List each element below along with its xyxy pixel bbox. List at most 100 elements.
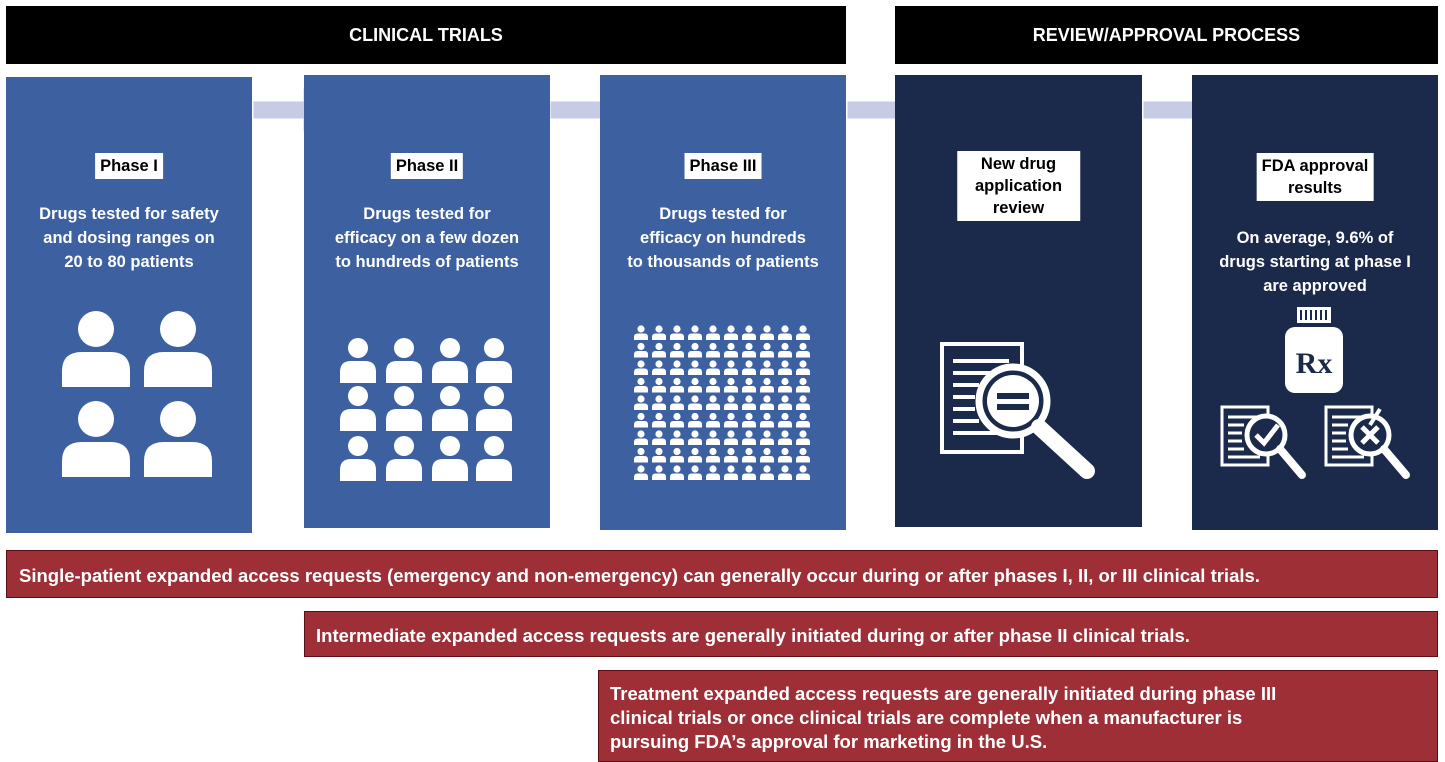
patient-figure [742, 412, 756, 428]
patient-figure [742, 377, 756, 393]
single-patient-access-text: Single-patient expanded access requests … [19, 565, 1260, 586]
patient-figure [796, 465, 810, 480]
patient-figure [652, 395, 666, 410]
patient-figure [634, 465, 648, 480]
fda-approval-description: On average, 9.6% of drugs starting at ph… [1219, 229, 1411, 295]
patient-figure [652, 412, 666, 428]
patient-figure [724, 412, 738, 428]
patient-figure [634, 447, 648, 463]
patient-figure [634, 325, 648, 340]
phase-3-description: Drugs tested for efficacy on hundreds to… [627, 205, 819, 271]
patient-figure [796, 447, 810, 463]
patient-figure [670, 430, 684, 445]
review-approval-header: REVIEW/APPROVAL PROCESS [895, 6, 1438, 64]
patient-figure [652, 377, 666, 393]
clinical-trials-header-label: CLINICAL TRIALS [349, 24, 503, 45]
patient-figure [778, 360, 792, 375]
patient-figure [760, 377, 774, 393]
patient-figure [724, 465, 738, 480]
patient-figure [742, 395, 756, 410]
patient-figure [778, 430, 792, 445]
phase-2-description: Drugs tested for efficacy on a few dozen… [334, 205, 520, 271]
phase-1-label: Phase I [95, 153, 163, 179]
patient-figure [670, 342, 684, 358]
rx-text: Rx [1296, 347, 1333, 380]
patient-figure [670, 360, 684, 375]
patient-figure [688, 395, 702, 410]
patient-figure [706, 360, 720, 375]
patient-figure [796, 325, 810, 340]
patient-figure [724, 447, 738, 463]
phase-1-description: Drugs tested for safety and dosing range… [39, 205, 219, 271]
patient-figure [706, 377, 720, 393]
patient-figure [688, 342, 702, 358]
intermediate-access-bar: Intermediate expanded access requests ar… [304, 611, 1438, 657]
patient-figure [778, 395, 792, 410]
patient-figure [778, 447, 792, 463]
patient-figure [670, 395, 684, 410]
clinical-trials-header: CLINICAL TRIALS [6, 6, 846, 64]
patient-figure [778, 342, 792, 358]
four-patients-icon [62, 311, 212, 477]
dozen-patients-icon [340, 338, 512, 481]
patient-figure [796, 430, 810, 445]
rejected-document-icon [1324, 405, 1410, 479]
patient-figure [760, 360, 774, 375]
patient-figure [706, 395, 720, 410]
treatment-access-text: Treatment expanded access requests are g… [610, 683, 1277, 752]
patient-figure [760, 412, 774, 428]
patient-figure [760, 395, 774, 410]
many-patients-icon [634, 325, 810, 480]
review-approval-header-label: REVIEW/APPROVAL PROCESS [1032, 24, 1301, 45]
patient-figure [724, 360, 738, 375]
patient-figure [760, 465, 774, 480]
single-patient-access-bar: Single-patient expanded access requests … [6, 550, 1438, 598]
patient-figure [706, 447, 720, 463]
patient-figure [778, 465, 792, 480]
patient-figure [688, 465, 702, 480]
phase-1-panel: Phase I Drugs tested for safety and dosi… [6, 77, 252, 533]
patient-figure [634, 412, 648, 428]
treatment-access-bar: Treatment expanded access requests are g… [598, 670, 1438, 762]
patient-figure [742, 342, 756, 358]
patient-figure [652, 465, 666, 480]
document-magnifier-icon [940, 342, 1095, 479]
phase-2-panel: Phase II Drugs tested for efficacy on a … [304, 75, 550, 528]
patient-figure [778, 412, 792, 428]
patient-figure [652, 360, 666, 375]
patient-figure [760, 430, 774, 445]
patient-figure [724, 395, 738, 410]
patient-figure [778, 325, 792, 340]
patient-figure [670, 412, 684, 428]
rx-bottle-icon: Rx [1285, 307, 1343, 393]
phase-3-label: Phase III [684, 153, 762, 179]
fda-approval-label: FDA approval results [1256, 153, 1374, 201]
patient-figure [724, 377, 738, 393]
patient-figure [688, 377, 702, 393]
patient-figure [724, 430, 738, 445]
patient-figure [688, 412, 702, 428]
nda-review-label: New drug application review [956, 151, 1081, 221]
patient-figure [688, 430, 702, 445]
patient-figure [706, 465, 720, 480]
patient-figure [742, 430, 756, 445]
patient-figure [670, 377, 684, 393]
phase-3-panel: Phase III Drugs tested for efficacy on h… [600, 75, 846, 530]
phase-2-label: Phase II [390, 153, 464, 179]
patient-figure [688, 447, 702, 463]
nda-review-panel: New drug application review [895, 75, 1142, 527]
patient-figure [652, 342, 666, 358]
patient-figure [796, 412, 810, 428]
patient-figure [634, 377, 648, 393]
fda-approval-panel: FDA approval results On average, 9.6% of… [1192, 75, 1438, 530]
patient-figure [796, 360, 810, 375]
patient-figure [742, 465, 756, 480]
patient-figure [760, 447, 774, 463]
approved-document-icon [1220, 405, 1306, 479]
patient-figure [796, 342, 810, 358]
patient-figure [760, 342, 774, 358]
patient-figure [706, 412, 720, 428]
patient-figure [706, 325, 720, 340]
patient-figure [742, 447, 756, 463]
patient-figure [670, 325, 684, 340]
